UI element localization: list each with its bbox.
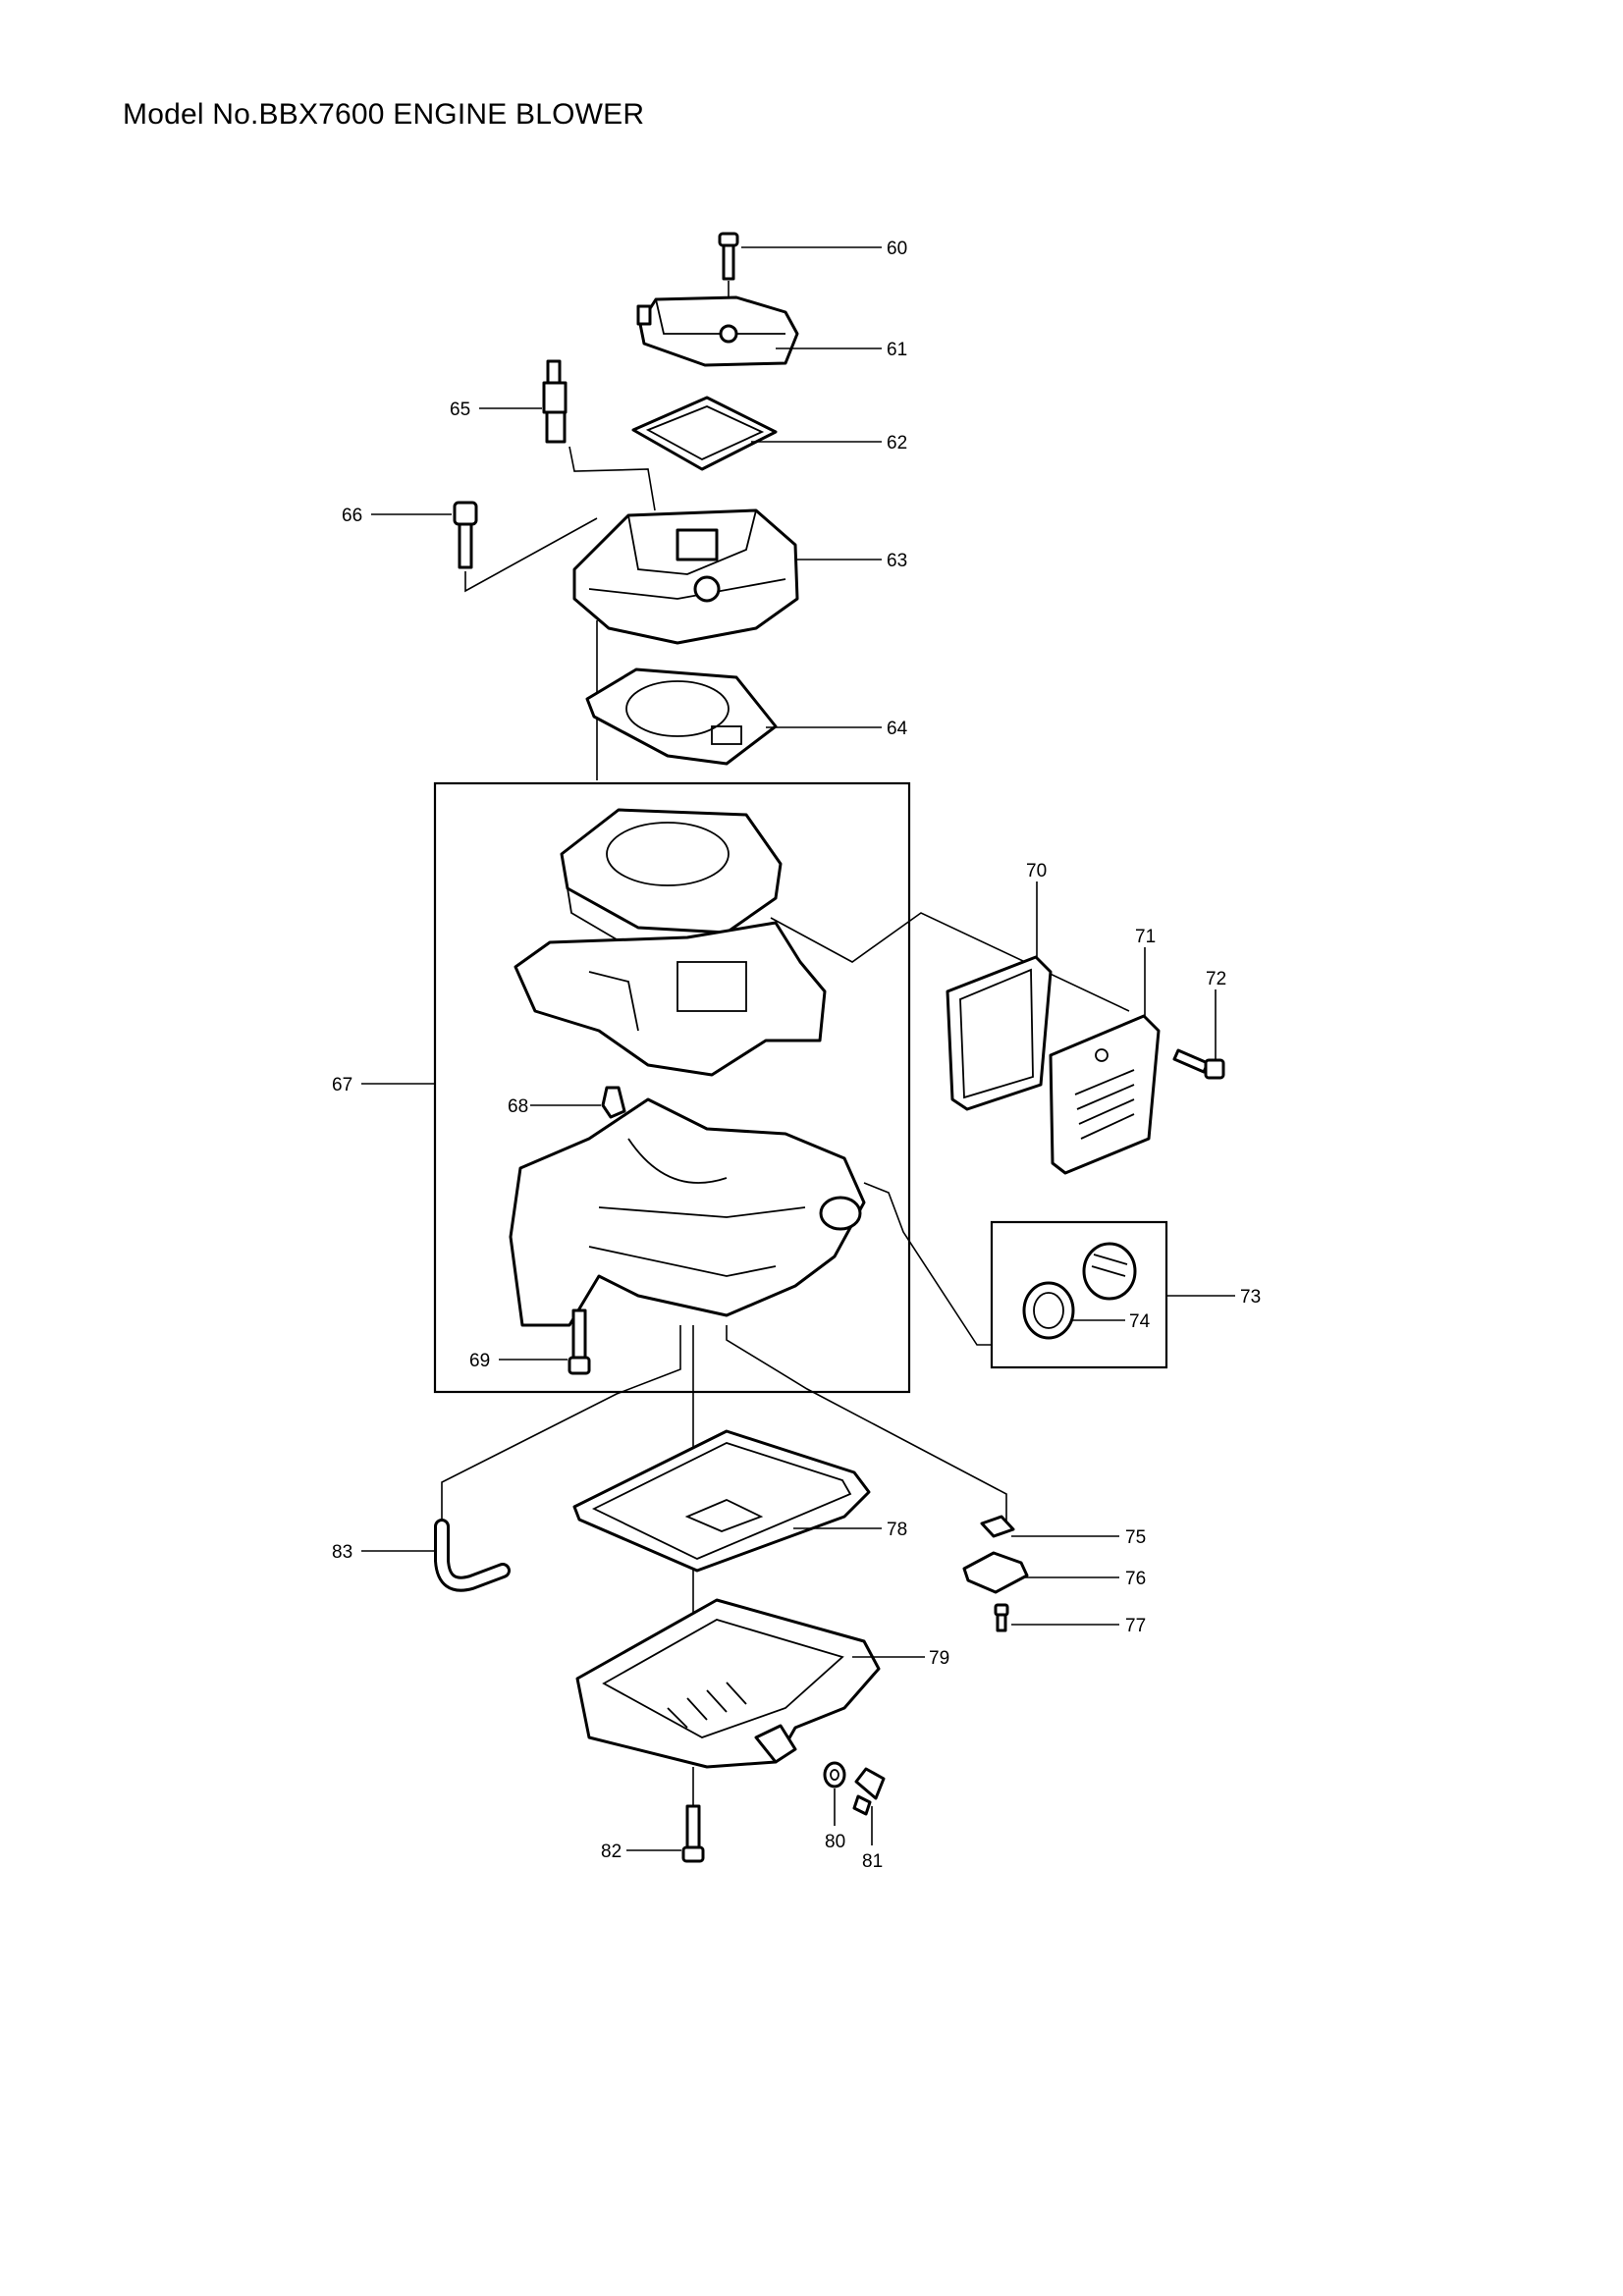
part-63-cylinder-head[interactable] <box>572 508 799 645</box>
part-82-bolt[interactable] <box>681 1804 705 1863</box>
part-78-gasket[interactable] <box>572 1429 871 1573</box>
label-82: 82 <box>601 1842 622 1862</box>
part-83-hose[interactable] <box>434 1519 511 1592</box>
part-62-cover-gasket[interactable] <box>631 396 778 471</box>
part-70-gasket[interactable] <box>946 955 1053 1111</box>
label-69: 69 <box>469 1351 490 1371</box>
label-73: 73 <box>1240 1287 1261 1308</box>
label-64: 64 <box>887 719 908 739</box>
part-65-spark-plug[interactable] <box>542 359 656 511</box>
part-81-drain-bolt[interactable] <box>852 1767 886 1816</box>
part-71-plate[interactable] <box>1049 1014 1161 1175</box>
label-79: 79 <box>929 1648 949 1669</box>
part-72-bolt[interactable] <box>1172 1048 1225 1080</box>
label-68: 68 <box>508 1096 528 1117</box>
part-73-group-box <box>990 1220 1168 1369</box>
label-65: 65 <box>450 400 470 420</box>
label-67: 67 <box>332 1075 352 1095</box>
page-title: Model No.BBX7600 ENGINE BLOWER <box>123 98 645 131</box>
part-69-bolt[interactable] <box>568 1308 591 1375</box>
part-80-washer[interactable] <box>823 1761 846 1789</box>
part-67-crankcase[interactable] <box>509 1097 866 1327</box>
label-78: 78 <box>887 1520 907 1540</box>
label-63: 63 <box>887 551 907 571</box>
part-67-group-box <box>433 781 911 1394</box>
link-67-73 <box>863 1182 992 1346</box>
part-66-bolt[interactable] <box>453 501 598 593</box>
label-75: 75 <box>1125 1527 1146 1548</box>
label-62: 62 <box>887 433 907 454</box>
label-70: 70 <box>1026 861 1047 881</box>
part-64-cylinder-gasket[interactable] <box>585 667 778 766</box>
label-74: 74 <box>1129 1311 1151 1332</box>
part-77-screw[interactable] <box>994 1603 1009 1632</box>
label-76: 76 <box>1125 1569 1146 1589</box>
part-75-plate[interactable] <box>980 1515 1015 1538</box>
label-72: 72 <box>1206 969 1226 989</box>
link-67-75 <box>726 1325 1007 1522</box>
label-80: 80 <box>825 1832 845 1852</box>
label-61: 61 <box>887 340 907 360</box>
label-81: 81 <box>862 1851 883 1872</box>
label-66: 66 <box>342 506 362 526</box>
part-74-oil-seal[interactable] <box>1022 1281 1075 1340</box>
part-79-oil-pan[interactable] <box>575 1598 881 1769</box>
part-76-cover[interactable] <box>962 1551 1029 1594</box>
part-68-fitting[interactable] <box>601 1086 626 1119</box>
part-67-cylinder[interactable] <box>514 808 827 1077</box>
part-73-cap[interactable] <box>1082 1242 1137 1301</box>
label-71: 71 <box>1135 927 1156 947</box>
label-83: 83 <box>332 1542 352 1563</box>
label-60: 60 <box>887 239 907 259</box>
label-77: 77 <box>1125 1616 1146 1636</box>
link-67-83 <box>441 1325 681 1531</box>
part-61-head-cover[interactable] <box>636 295 799 367</box>
